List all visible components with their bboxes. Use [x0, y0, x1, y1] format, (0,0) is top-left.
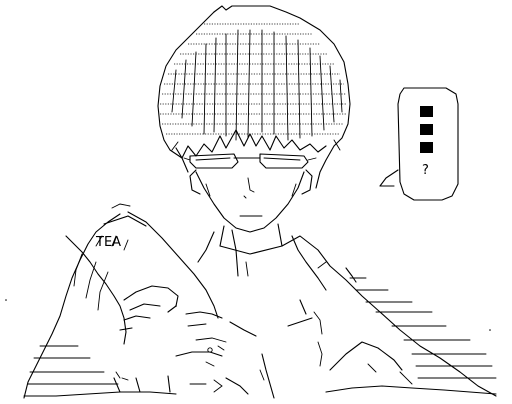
ellipsis-dot-1 — [420, 106, 433, 117]
small-circle — [207, 347, 213, 353]
right-sleeve — [325, 267, 497, 395]
question-mark: ? — [422, 163, 429, 178]
hair-strands — [171, 29, 343, 141]
stray-dot — [175, 305, 177, 307]
hair-texture — [160, 23, 346, 135]
ellipsis-dot-2 — [420, 124, 433, 135]
right-hand — [175, 311, 323, 367]
hair — [157, 5, 351, 189]
right-sleeve-folds — [349, 277, 497, 379]
cup-label: TEA — [95, 235, 121, 250]
neck-shoulders — [197, 223, 497, 397]
left-arm-with-cup — [23, 203, 219, 399]
glasses — [183, 153, 317, 169]
left-sleeve — [23, 345, 249, 397]
ellipsis-dot-3 — [420, 142, 433, 153]
left-sleeve-folds — [27, 345, 129, 385]
thought-bubble — [379, 87, 459, 201]
stray-dot — [489, 329, 491, 331]
stray-dot — [5, 299, 7, 301]
torso — [231, 229, 307, 399]
face — [189, 169, 313, 233]
